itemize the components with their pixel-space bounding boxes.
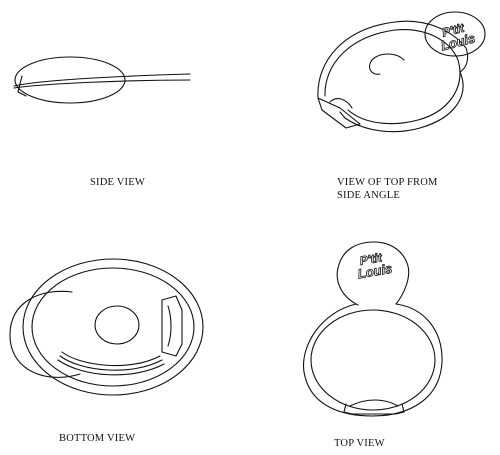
bottom-view-figure [9, 258, 204, 396]
bottom-view-lip-2 [59, 355, 163, 371]
top-side-angle-logo-line1: P'tit [441, 21, 467, 40]
top-side-angle-logo: P'tit Louis [439, 20, 477, 54]
bottom-view-rear-lobe [9, 290, 81, 378]
top-view-inner-rim [310, 309, 436, 411]
bottom-view-lip-1 [61, 351, 161, 367]
top-side-angle-caption-line1: VIEW OF TOP FROM [337, 177, 438, 188]
top-side-angle-inner-rim [324, 29, 461, 125]
side-view-tab [17, 75, 27, 97]
bottom-view-caption: BOTTOM VIEW [59, 433, 136, 444]
top-side-angle-outer-rim [317, 20, 469, 133]
top-view-logo-line1: P'tit [359, 250, 384, 268]
bottom-view-inner-rim [31, 267, 195, 387]
top-view-logo-lobe [336, 241, 410, 306]
side-view-edge-line-bottom [13, 79, 191, 89]
top-view-tab-notch [349, 399, 399, 407]
top-side-angle-tab [317, 97, 361, 129]
top-side-angle-tab-notch [329, 98, 353, 109]
top-view-caption: TOP VIEW [334, 438, 385, 449]
side-view-figure [13, 56, 191, 104]
top-side-angle-figure [317, 11, 486, 133]
bottom-view-center-dome [94, 305, 140, 345]
top-view-logo-line2: Louis [357, 261, 394, 282]
bottom-view-tab [161, 295, 183, 357]
top-view-figure [302, 241, 443, 417]
bottom-view-lip-3 [57, 359, 165, 376]
top-side-angle-swirl [369, 53, 405, 75]
side-view-caption: SIDE VIEW [90, 177, 145, 188]
bottom-view-outer-rim [22, 258, 204, 396]
top-side-angle-caption: VIEW OF TOP FROM SIDE ANGLE [337, 176, 438, 202]
side-view-edge-line-top [13, 73, 191, 87]
side-view-body [14, 56, 126, 104]
top-side-angle-logo-disc [424, 11, 486, 57]
top-view-tab [343, 403, 405, 415]
top-view-outer-rim [302, 303, 443, 417]
top-side-angle-caption-line2: SIDE ANGLE [337, 190, 400, 201]
bottom-view-tab-inner [167, 305, 172, 347]
top-view-logo: P'tit Louis [356, 250, 394, 282]
